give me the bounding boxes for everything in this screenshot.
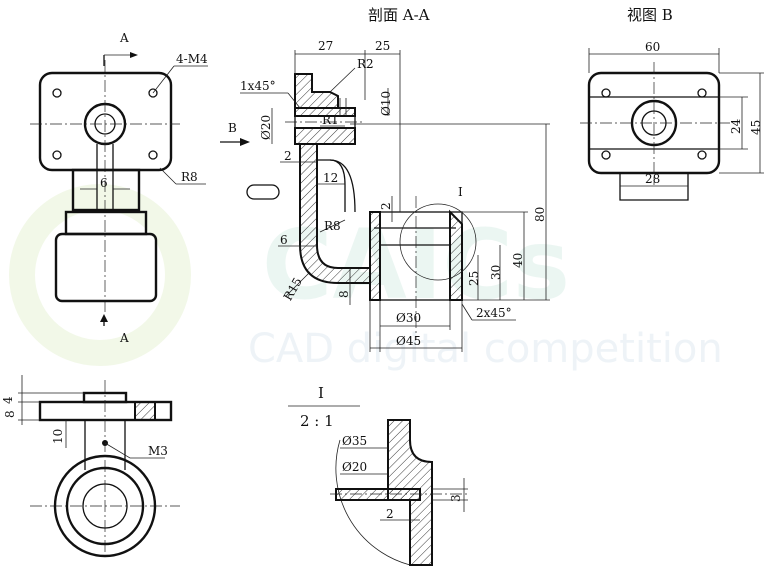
dim-24: 24 (729, 118, 743, 134)
detail-scale: 2 : 1 (300, 412, 334, 430)
view-b: 60 24 45 28 (580, 40, 764, 201)
dim-12: 12 (323, 171, 338, 185)
watermark-tagline: CAD digital competition (248, 326, 723, 372)
dim-d45: Ø45 (396, 334, 421, 348)
dim-10: 10 (51, 429, 65, 444)
view-b-title: 视图 B (627, 6, 673, 24)
top-view: M3 8 4 10 (1, 375, 180, 560)
flange-plate (38, 71, 173, 172)
dim-2-detail: 2 (386, 507, 394, 521)
dim-M3: M3 (148, 444, 168, 458)
dim-d20-detail: Ø20 (342, 460, 367, 474)
front-view: A A 4-M4 6 R8 (30, 31, 208, 345)
dim-3: 3 (449, 494, 463, 502)
dim-40: 40 (511, 253, 525, 268)
dim-2a: 2 (284, 149, 292, 163)
dim-R8-section: R8 (324, 219, 341, 233)
dim-8-section: 8 (337, 290, 351, 298)
dim-R1: R1 (322, 113, 339, 127)
dim-30: 30 (489, 265, 503, 280)
section-marker-bottom: A (119, 331, 129, 345)
section-view-title: 剖面 A-A (368, 6, 430, 24)
dim-27: 27 (318, 39, 333, 53)
dim-25: 25 (375, 39, 390, 53)
dim-8: 8 (3, 410, 17, 418)
detail-circle (399, 203, 477, 281)
dim-6: 6 (100, 176, 108, 190)
detail-view: I 2 : 1 Ø35 Ø20 3 2 (288, 384, 470, 566)
section-marker-top: A (119, 31, 129, 45)
dim-28: 28 (645, 172, 660, 186)
dim-d20: Ø20 (259, 115, 273, 140)
dim-2b: 2 (379, 202, 393, 210)
dim-d30: Ø30 (396, 311, 421, 325)
dim-R8: R8 (181, 170, 198, 184)
dim-6: 6 (280, 233, 288, 247)
dim-25-vert: 25 (467, 271, 481, 286)
dim-d35: Ø35 (342, 434, 367, 448)
dim-4: 4 (1, 396, 15, 404)
detail-circle-label: I (458, 185, 463, 199)
dim-4-M4: 4-M4 (176, 52, 208, 66)
view-arrow-label: B (228, 121, 237, 135)
dim-2x45: 2x45° (476, 306, 512, 320)
dim-R2: R2 (357, 57, 374, 71)
dim-45: 45 (749, 120, 763, 135)
dim-80: 80 (533, 207, 547, 222)
dim-1x45: 1x45° (240, 79, 276, 93)
dim-60: 60 (645, 40, 660, 54)
dim-d10: Ø10 (379, 91, 393, 116)
detail-title: I (318, 384, 324, 402)
